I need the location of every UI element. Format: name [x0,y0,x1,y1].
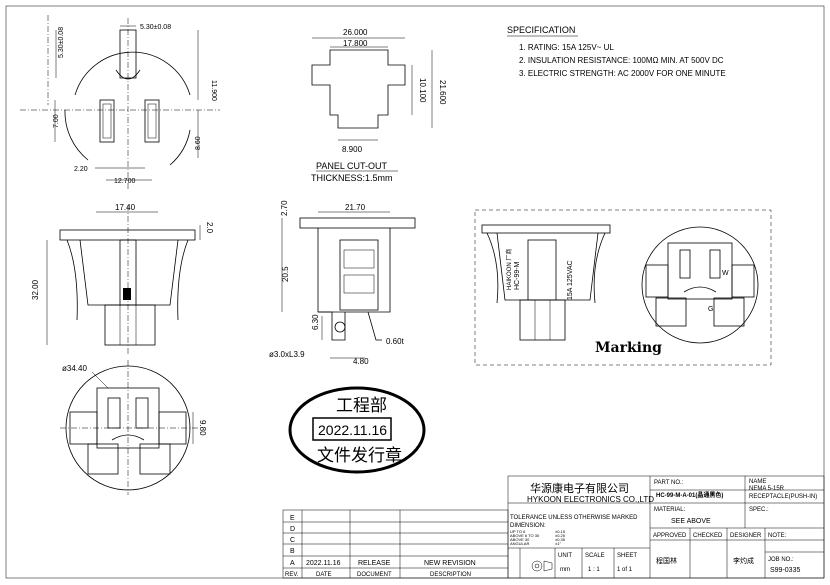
marking-letter-w: W [722,270,729,277]
cutout-dim-26000: 26.000 [343,28,368,37]
spec-heading: SPECIFICATION [507,25,575,35]
tolerance-row-1-tol: ±0.15 [555,529,566,534]
company-name-en: HYKOON ELECTRONICS CO.,LTD [527,495,654,504]
top-view-dim-height: 5.30±0.08 [58,27,65,58]
side-view-dim-630: 6.30 [311,314,320,330]
part-no-label: PART NO.: [654,480,684,486]
front-view: 17.40 2.0 32.00 [31,203,214,355]
marking-brand-text: HAIKOON 厂商 [505,249,513,290]
rev-header-date: DATE [316,572,332,578]
approved-by: 程国林 [656,556,677,565]
stamp-date: 2022.11.16 [318,422,387,438]
rev-row-d: D [290,526,295,533]
name-line-2: RECEPTACLE(PUSH-IN) [749,494,817,500]
designer-label: DESIGNER [730,533,762,539]
tolerance-line-1: TOLERANCE UNLESS OTHERWISE MARKED [510,515,638,521]
rev-header-rev: REV. [285,572,299,578]
spec-item-3: 3. ELECTRIC STRENGTH: AC 2000V FOR ONE M… [519,69,726,78]
front-view-dim-1740: 17.40 [115,203,136,212]
rev-row-a-date: 2022.11.16 [306,560,341,567]
cutout-thickness: THICKNESS:1.5mm [311,173,393,183]
company-name-cn: 华源康电子有限公司 [530,481,629,495]
material-label: MATERIAL: [654,507,686,513]
top-view-dim-220: 2.20 [74,166,88,173]
cutout-dim-17800: 17.800 [343,39,368,48]
marking-rating-text: 15A 125VAC [567,260,574,300]
name-line-1: NEMA 5-15R [749,486,785,492]
note-label: NOTE: [768,533,787,539]
rev-header-document: DOCUMENT [357,572,392,578]
stamp-dept: 工程部 [336,396,387,416]
bottom-view-dim-980: 9.80 [198,420,207,436]
bottom-view: ø34.40 9.80 [60,360,207,495]
side-view-dim-205: 20.5 [281,266,290,282]
job-no-value: S99-0335 [770,567,800,574]
tolerance-row-3-range: ABOVE 30 [510,537,530,542]
top-view-dim-700: 7.00 [53,114,60,128]
checked-label: CHECKED [693,533,723,539]
tolerance-row-4-range: ANGULAR [510,541,529,546]
unit-value: mm [560,567,570,573]
rev-row-a-description: NEW REVISION [424,560,476,567]
side-view-dim-2170: 21.70 [345,203,366,212]
rev-row-c: C [290,537,295,544]
approved-label: APPROVED [653,533,687,539]
tolerance-row-3-tol: ±0.35 [555,537,566,542]
tolerance-row-1-range: UP TO 6 [510,529,526,534]
tolerance-row-4-tol: ±1° [555,541,561,546]
cutout-title: PANEL CUT-OUT [316,161,388,171]
top-view-dim-width: 5.30±0.08 [140,24,171,31]
cutout-dim-8900: 8.900 [342,145,363,154]
cutout-dim-10100: 10.100 [418,78,427,103]
rev-row-e: E [290,515,295,522]
panel-cutout-view: 26.000 17.800 10.100 21.600 8.900 PANEL … [311,28,447,183]
rev-row-b: B [290,548,295,555]
tolerance-row-2-range: ABOVE 6 TO 30 [510,533,540,538]
front-view-dim-20: 2.0 [205,222,214,234]
sheet-label: SHEET [617,553,637,559]
part-no-value: HC-99-M-A-01(晶通黑色) [656,491,723,499]
top-view-dim-11900: 11.900 [210,80,217,101]
side-view-dim-270: 2.70 [280,200,289,216]
projection-symbol-icon [531,560,553,572]
scale-label: SCALE [585,553,605,559]
rev-row-a: A [290,560,295,567]
top-view: 5.30±0.08 5.30±0.08 11.900 7.00 8.60 2.2… [20,15,220,190]
specification-block: SPECIFICATION 1. RATING: 15A 125V~ UL 2.… [507,25,726,78]
stamp-issue: 文件发行章 [317,446,402,466]
spec-label: SPEC.: [749,507,769,513]
spec-item-1: 1. RATING: 15A 125V~ UL [519,43,614,52]
marking-letter-g: G [708,306,713,313]
cutout-dim-21600: 21.600 [438,80,447,105]
tolerance-line-2: DIMENSION: [510,523,546,529]
tolerance-row-2-tol: ±0.25 [555,533,566,538]
rev-row-a-release: RELEASE [358,560,391,567]
name-label: NAME [749,479,766,485]
front-view-dim-3200: 32.00 [31,279,40,300]
side-view-dim-pin: ø3.0xL3.9 [269,350,305,359]
material-value: SEE ABOVE [671,518,711,525]
designer-name: 李灼成 [733,556,754,565]
side-view: 21.70 2.70 20.5 6.30 0.60t ø3.0xL3.9 4.8… [269,200,416,366]
top-view-dim-860: 8.60 [195,136,202,150]
marking-model-text: HC-99-M [514,261,521,290]
spec-item-2: 2. INSULATION RESISTANCE: 100MΩ MIN. AT … [519,56,724,65]
sheet-value: 1 of 1 [617,567,633,573]
side-view-dim-060t: 0.60t [386,337,405,346]
scale-value: 1 : 1 [588,567,600,573]
marking-label: Marking [595,340,662,356]
marking-view: 15A 125VAC HC-99-M HAIKOON 厂商 Marking G … [474,209,772,366]
release-stamp: 工程部 2022.11.16 文件发行章 [288,386,426,474]
side-view-dim-480: 4.80 [353,357,369,366]
top-view-dim-12700: 12.700 [114,178,136,185]
rev-header-description: DESCRIPTION [430,572,471,578]
revision-table: E D C B A 2022.11.16 RELEASE NEW REVISIO… [282,509,509,579]
bottom-view-dim-diameter: ø34.40 [62,364,87,373]
job-no-label: JOB NO.: [768,557,794,563]
title-block: 华源康电子有限公司 HYKOON ELECTRONICS CO.,LTD PAR… [507,475,825,579]
unit-label: UNIT [558,553,572,559]
